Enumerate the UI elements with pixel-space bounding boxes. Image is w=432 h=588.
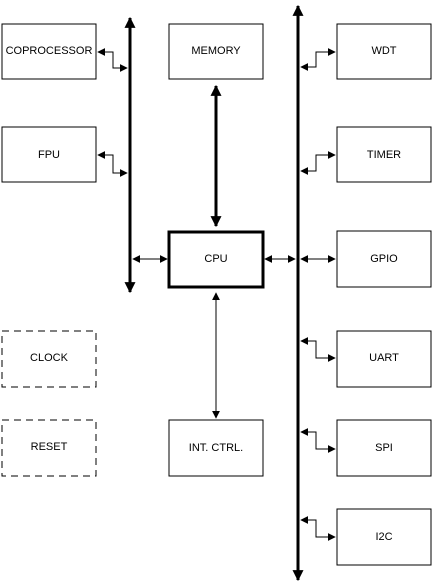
wdt-block: WDT xyxy=(336,23,432,80)
int-ctrl-block: INT. CTRL. xyxy=(168,419,264,477)
gpio-label: GPIO xyxy=(370,253,398,265)
coprocessor-block: COPROCESSOR xyxy=(1,23,97,80)
uart-bus-link xyxy=(300,337,336,362)
reset-label: RESET xyxy=(31,441,68,453)
i2c-label: I2C xyxy=(375,531,392,543)
clock-block: CLOCK xyxy=(1,330,97,388)
timer-block: TIMER xyxy=(336,126,432,183)
timer-label: TIMER xyxy=(367,149,401,161)
clock-label: CLOCK xyxy=(30,352,69,364)
cpu-label: CPU xyxy=(204,253,227,265)
timer-bus-link xyxy=(300,151,336,175)
int-ctrl-label: INT. CTRL. xyxy=(189,442,243,454)
reset-block: RESET xyxy=(1,419,97,477)
cpu-block: CPU xyxy=(167,230,265,289)
wdt-label: WDT xyxy=(371,45,396,57)
memory-block: MEMORY xyxy=(168,23,264,80)
coprocessor-label: COPROCESSOR xyxy=(6,45,93,57)
fpu-label: FPU xyxy=(38,149,60,161)
i2c-block: I2C xyxy=(336,508,432,566)
wdt-bus-link xyxy=(300,48,336,71)
fpu-bus-link xyxy=(97,151,128,177)
gpio-block: GPIO xyxy=(336,230,432,288)
memory-label: MEMORY xyxy=(191,45,241,57)
fpu-block: FPU xyxy=(1,126,97,183)
spi-block: SPI xyxy=(336,419,432,477)
spi-bus-link xyxy=(300,428,336,453)
uart-label: UART xyxy=(369,352,399,364)
coprocessor-bus-link xyxy=(97,48,128,72)
uart-block: UART xyxy=(336,330,432,388)
spi-label: SPI xyxy=(375,442,393,454)
i2c-bus-link xyxy=(300,516,336,541)
